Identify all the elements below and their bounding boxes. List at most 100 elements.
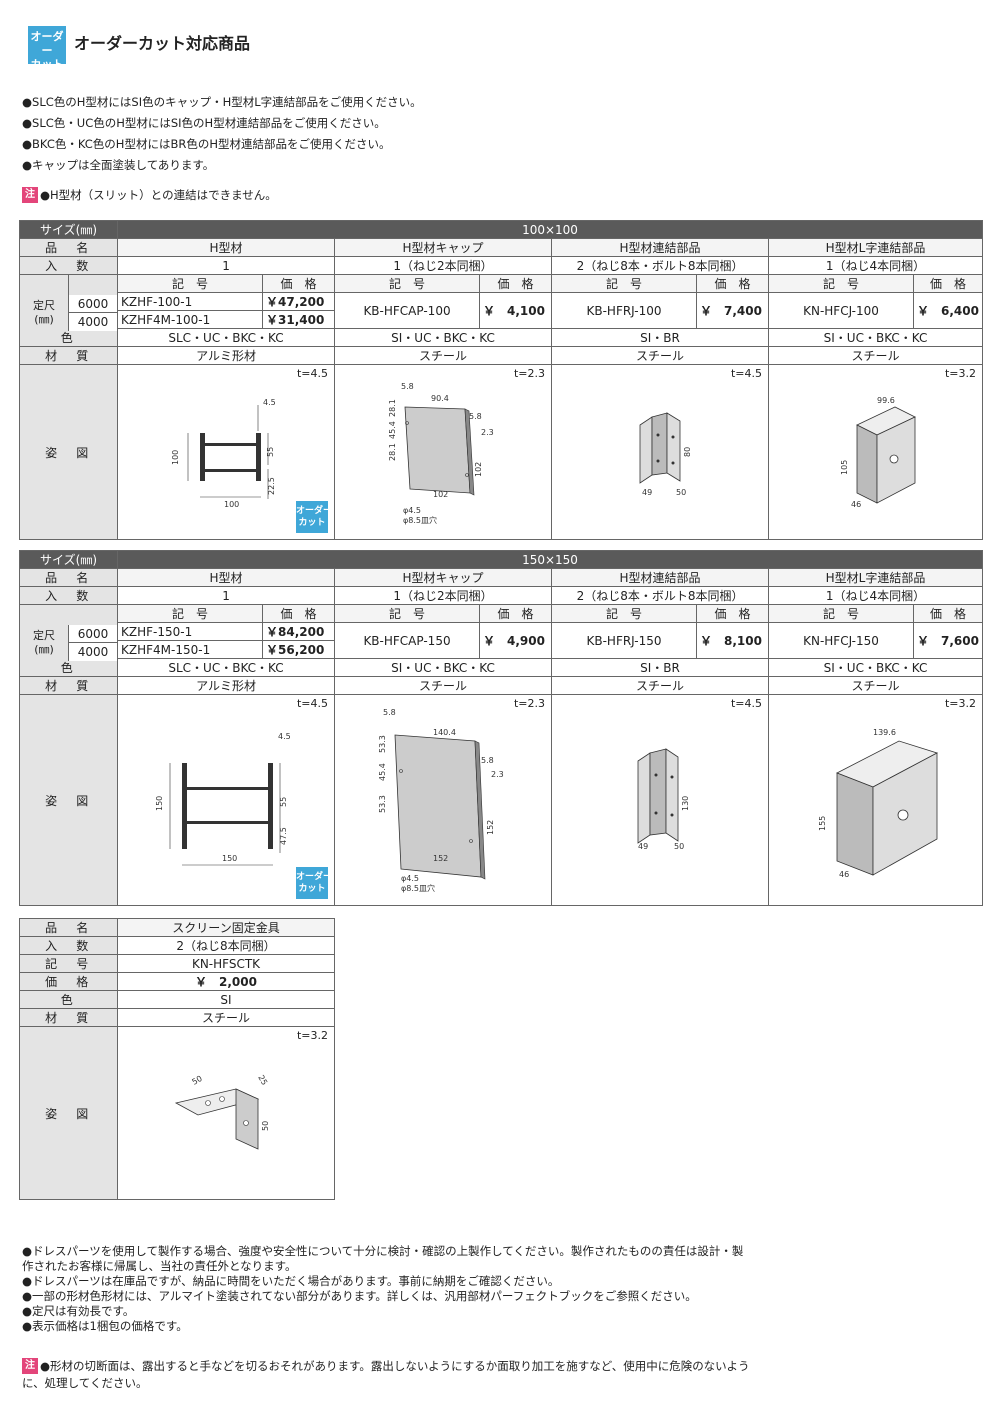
product-name: H型材連結部品 [551,568,770,587]
order-cut-badge: オーダー カット [28,26,66,71]
qty-value: 1 [117,586,336,605]
length-label: 定尺 (㎜) [20,625,68,661]
length-unit: (㎜) [34,313,54,326]
dim-label: 53.3 [378,735,387,753]
length-6000: 6000 [68,295,117,313]
dim-label: 49 [638,842,648,851]
flange-right [256,433,262,481]
dim-label: 50 [676,488,686,497]
cap-code: KB-HFCAP-100 [334,292,481,329]
dim-label: 46 [839,870,849,879]
spec-table-screen: 品 名 スクリーン固定金具 入 数 2（ねじ8本同梱） 記 号 KN-HFSCT… [19,918,335,1200]
rj-price: ￥ 8,100 [696,622,770,659]
code-label: 記 号 [117,604,264,623]
dim-label: 55 [266,447,275,457]
dim-label: 100 [171,450,180,465]
material-value: スチール [334,346,553,365]
dim-label: 28.1 [388,443,397,461]
dim-label: 28.1 [388,399,397,417]
note-item: ●キャップは全面塗装してあります。 [22,158,215,172]
color-value: SI・UC・BKC・KC [768,658,984,677]
rj-drawing: 80 49 50 [639,412,692,497]
note-item: ●一部の形材色形材には、アルマイト塗装されてない部分があります。詳しくは、汎用部… [22,1289,697,1303]
product-name: H型材L字連結部品 [768,238,984,257]
color-value: SI・BR [551,658,770,677]
dim-label: φ8.5皿穴 [403,515,437,525]
badge-line2: カット [298,518,326,528]
cj-price: ￥ 7,600 [913,622,984,659]
thickness: t=4.5 [296,697,329,710]
thickness: t=4.5 [730,697,763,710]
figure-label: 姿 図 [18,694,119,906]
thickness: t=3.2 [944,697,977,710]
material-value: スチール [334,676,553,695]
product-name: H型材L字連結部品 [768,568,984,587]
qty-value: 2（ねじ8本・ボルト8本同梱） [551,256,770,275]
figure-label: 姿 図 [19,1026,118,1200]
badge-line1: オーダー [296,506,333,516]
cj-figure: t=3.2 99.6 105 46 [768,364,984,540]
dim-label: 139.6 [873,728,896,737]
size-label: サイズ(㎜) [18,220,119,239]
dim-label: φ8.5皿穴 [401,883,435,893]
dim-label: 47.5 [279,827,288,845]
qty-label: 入 数 [18,256,119,275]
dim-label: φ4.5 [403,506,421,515]
dim-label: 152 [433,854,448,863]
dim-label: 25 [256,1074,269,1087]
color-label: 色 [18,328,119,347]
dim-label: 2.3 [491,770,504,779]
note-item: ●SLC色のH型材にはSI色のキャップ・H型材L字連結部品をご使用ください。 [22,95,422,109]
code-label: 記 号 [334,274,481,293]
dim-label: 90.4 [431,394,449,403]
h-profile-drawing: 4.5 100 55 100 22.5 [171,398,276,509]
h-profile-figure: t=4.5 4.5 100 55 100 22.5 オーダー カット [117,364,336,540]
qty-value: 1（ねじ2本同梱） [334,586,553,605]
length-4000: 4000 [68,313,117,331]
rj-figure: t=4.5 130 49 50 [551,694,770,906]
badge-line1: オーダー [30,30,64,57]
cj-code: KN-HFCJ-150 [768,622,915,659]
dim-label: 50 [261,1121,270,1131]
rj-code: KB-HFRJ-100 [551,292,698,329]
price-label: 価 格 [479,604,553,623]
dim-label: 5.8 [469,412,482,421]
h-price: ￥84,200 [262,622,336,641]
price-label: 価 格 [696,604,770,623]
dim-label: φ4.5 [401,874,419,883]
dim-label: 150 [222,854,237,863]
code-label: 記 号 [768,274,915,293]
cj-drawing: 99.6 105 46 [840,396,916,509]
code-label: 記 号 [768,604,915,623]
code-label: 記 号 [551,274,698,293]
thickness: t=2.3 [513,367,546,380]
web-top [205,443,257,446]
cj-drawing: 139.6 155 46 [818,728,939,879]
dim-label: 45.4 [388,421,397,439]
name-label: 品 名 [18,238,119,257]
dim-label: 5.8 [401,382,414,391]
color-value: SI・BR [551,328,770,347]
material-value: スチール [117,1008,335,1027]
dim-label: 55 [279,797,288,807]
thickness: t=3.2 [944,367,977,380]
thickness: t=4.5 [730,367,763,380]
price-label: 価 格 [913,604,984,623]
dim-label: 152 [486,820,495,835]
size-value: 150×150 [117,550,984,569]
note-item: ●定尺は有効長です。 [22,1304,135,1318]
top-notes: ●SLC色のH型材にはSI色のキャップ・H型材L字連結部品をご使用ください。 ●… [22,92,422,176]
dim-label: 5.8 [383,708,396,717]
code-label: 記 号 [334,604,481,623]
product-name: H型材 [117,238,336,257]
warning-tag: 注 [22,187,38,203]
thickness: t=4.5 [296,367,329,380]
code-label: 記 号 [117,274,264,293]
material-label: 材 質 [18,346,119,365]
cap-code: KB-HFCAP-150 [334,622,481,659]
cap-figure: t=2.3 5.8 140.4 5.8 53.3 45.4 53.3 2.3 1… [334,694,553,906]
h-price: ￥31,400 [262,310,336,329]
qty-value: 1（ねじ2本同梱） [334,256,553,275]
note-item: ●ドレスパーツは在庫品ですが、納品に時間をいただく場合があります。事前に納期をご… [22,1274,560,1288]
qty-value: 2（ねじ8本・ボルト8本同梱） [551,586,770,605]
